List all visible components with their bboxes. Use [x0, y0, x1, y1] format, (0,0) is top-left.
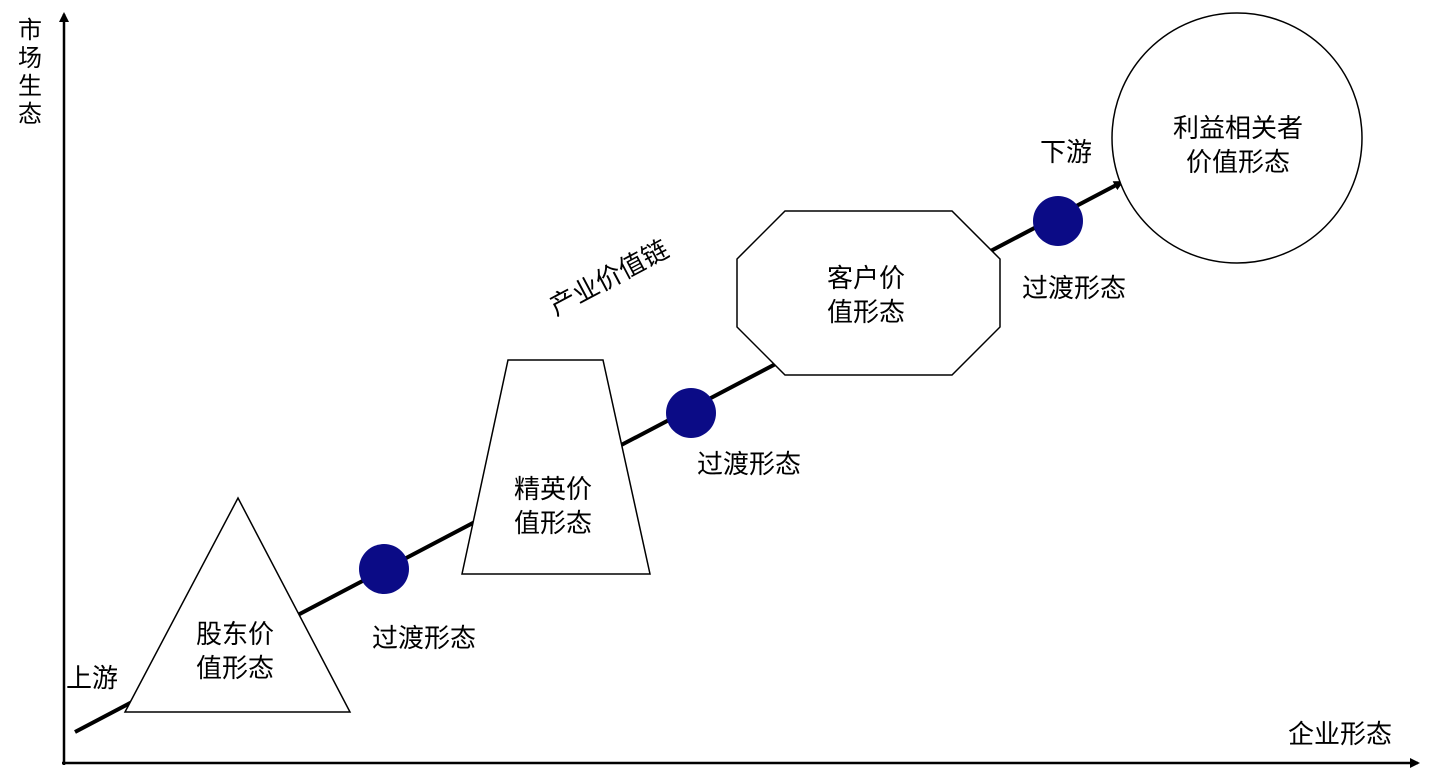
stage-line: 精英价 — [513, 475, 593, 505]
stage-line: 客户价 — [826, 264, 906, 294]
upstream-label: 上游 — [66, 664, 119, 694]
x-axis-label: 企业形态 — [1288, 720, 1393, 750]
transition-label: 过渡形态 — [697, 450, 802, 480]
y-axis-label-text: 市场生态 — [18, 16, 42, 128]
stage-line: 值形态 — [826, 298, 906, 328]
stage-line: 值形态 — [195, 654, 275, 684]
y-axis-label: 市场生态 — [16, 16, 44, 128]
customer-octagon — [736, 210, 1001, 376]
stage-shareholder: 股东价 值形态 — [196, 618, 274, 686]
downstream-label: 下游 — [1040, 138, 1093, 168]
transition-label: 过渡形态 — [372, 624, 477, 654]
shareholder-triangle — [123, 496, 352, 713]
stage-stakeholder: 利益相关者 价值形态 — [1173, 112, 1303, 180]
stage-line: 利益相关者 — [1172, 114, 1304, 144]
stage-customer: 客户价 值形态 — [827, 262, 905, 330]
stage-elite: 精英价 值形态 — [514, 473, 592, 541]
stage-line: 价值形态 — [1185, 148, 1291, 178]
transition-dot — [1033, 196, 1083, 246]
stakeholder-circle — [1111, 12, 1363, 264]
stage-line: 股东价 — [195, 620, 275, 650]
elite-trapezoid — [461, 359, 651, 575]
stage-line: 值形态 — [513, 509, 593, 539]
transition-label: 过渡形态 — [1022, 274, 1127, 304]
transition-dot — [359, 544, 409, 594]
transition-dot — [666, 388, 716, 438]
